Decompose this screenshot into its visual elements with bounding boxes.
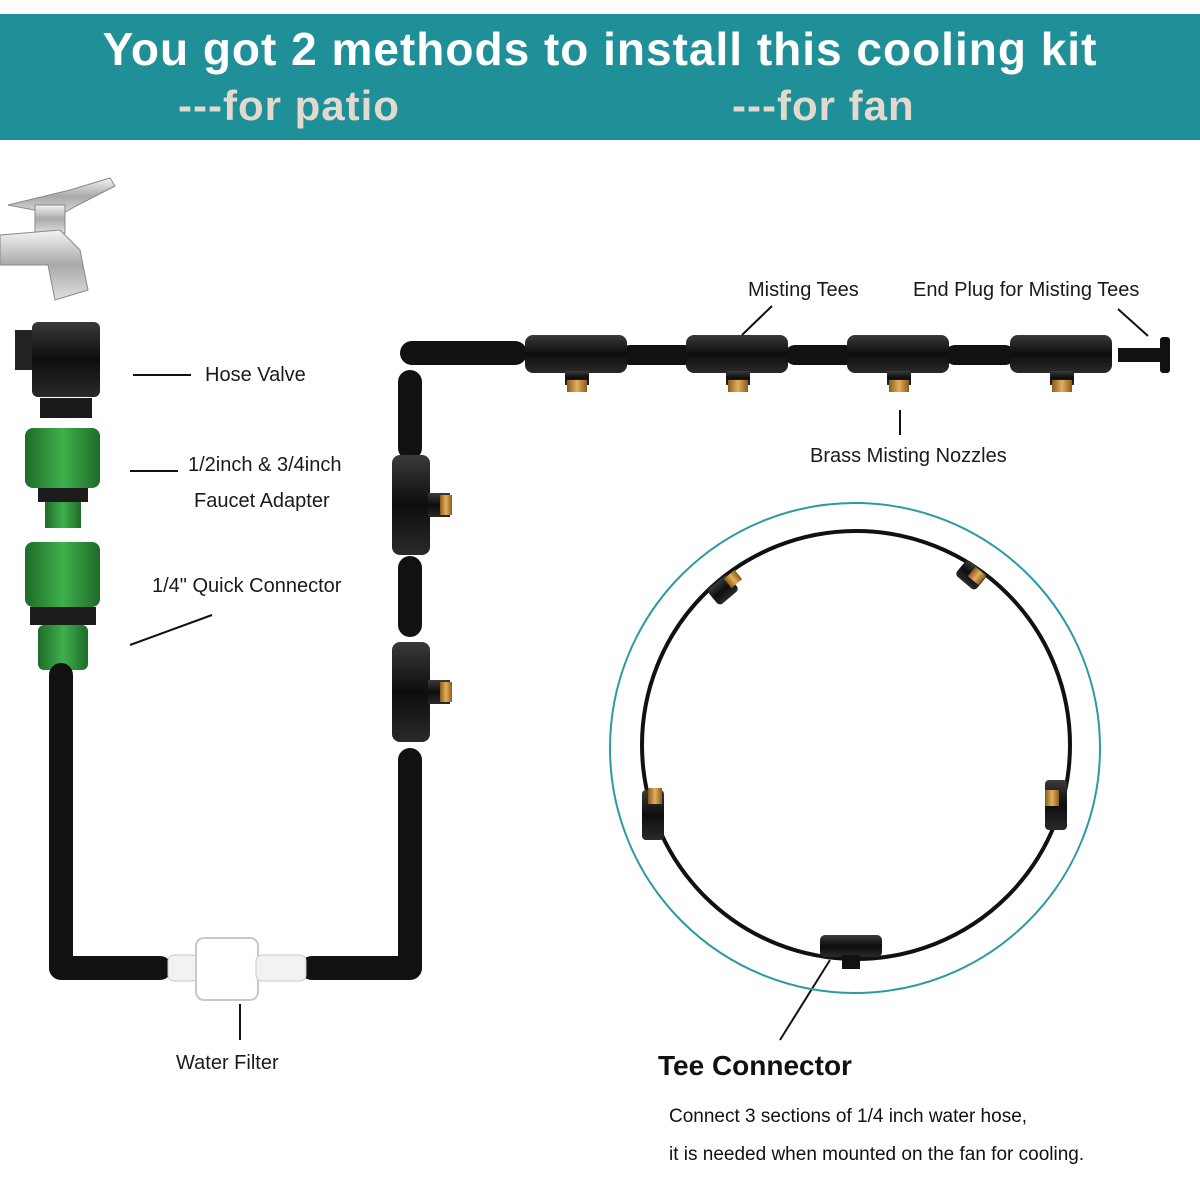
ring-nozzle: [708, 569, 743, 605]
ring-nozzle: [642, 788, 664, 840]
leader-lines: [129, 305, 1149, 1041]
tee-connector-description-line1: Connect 3 sections of 1/4 inch water hos…: [669, 1106, 1028, 1127]
misting-tee-icon: [1010, 335, 1112, 392]
tee-connector-icon: [820, 935, 882, 969]
hose-valve-icon: [15, 322, 100, 418]
banner-title: You got 2 methods to install this coolin…: [102, 23, 1098, 75]
banner-subtitle-fan: ---for fan: [732, 82, 915, 129]
ring-nozzle: [1045, 780, 1067, 830]
water-filter-icon: [167, 937, 307, 1001]
misting-tee-icon: [525, 335, 627, 392]
label-brass-nozzles: Brass Misting Nozzles: [810, 445, 1007, 467]
patio-hose: [49, 341, 527, 980]
label-quick-connector: 1/4" Quick Connector: [152, 575, 342, 597]
misting-ring-icon: [609, 502, 1101, 994]
banner-subtitle-patio: ---for patio: [178, 82, 400, 129]
tee-connector-heading: Tee Connector: [658, 1050, 852, 1081]
faucet-icon: [0, 177, 116, 301]
misting-tee-icon: [392, 642, 452, 742]
label-hose-valve: Hose Valve: [205, 364, 306, 386]
quick-connector-icon: [25, 542, 100, 670]
label-faucet-adapter-line2: Faucet Adapter: [194, 490, 330, 512]
faucet-adapter-icon: [25, 428, 100, 528]
misting-tee-icon: [847, 335, 949, 392]
title-banner: [0, 14, 1200, 140]
label-end-plug: End Plug for Misting Tees: [913, 279, 1140, 301]
misting-tee-icon: [392, 455, 452, 555]
misting-tee-icon: [686, 335, 788, 392]
label-water-filter: Water Filter: [176, 1052, 279, 1074]
tee-connector-description-line2: it is needed when mounted on the fan for…: [669, 1144, 1085, 1165]
end-plug-icon: [1118, 337, 1170, 373]
ring-nozzle: [956, 560, 987, 590]
label-faucet-adapter-line1: 1/2inch & 3/4inch: [188, 454, 342, 476]
label-misting-tees: Misting Tees: [748, 279, 859, 301]
